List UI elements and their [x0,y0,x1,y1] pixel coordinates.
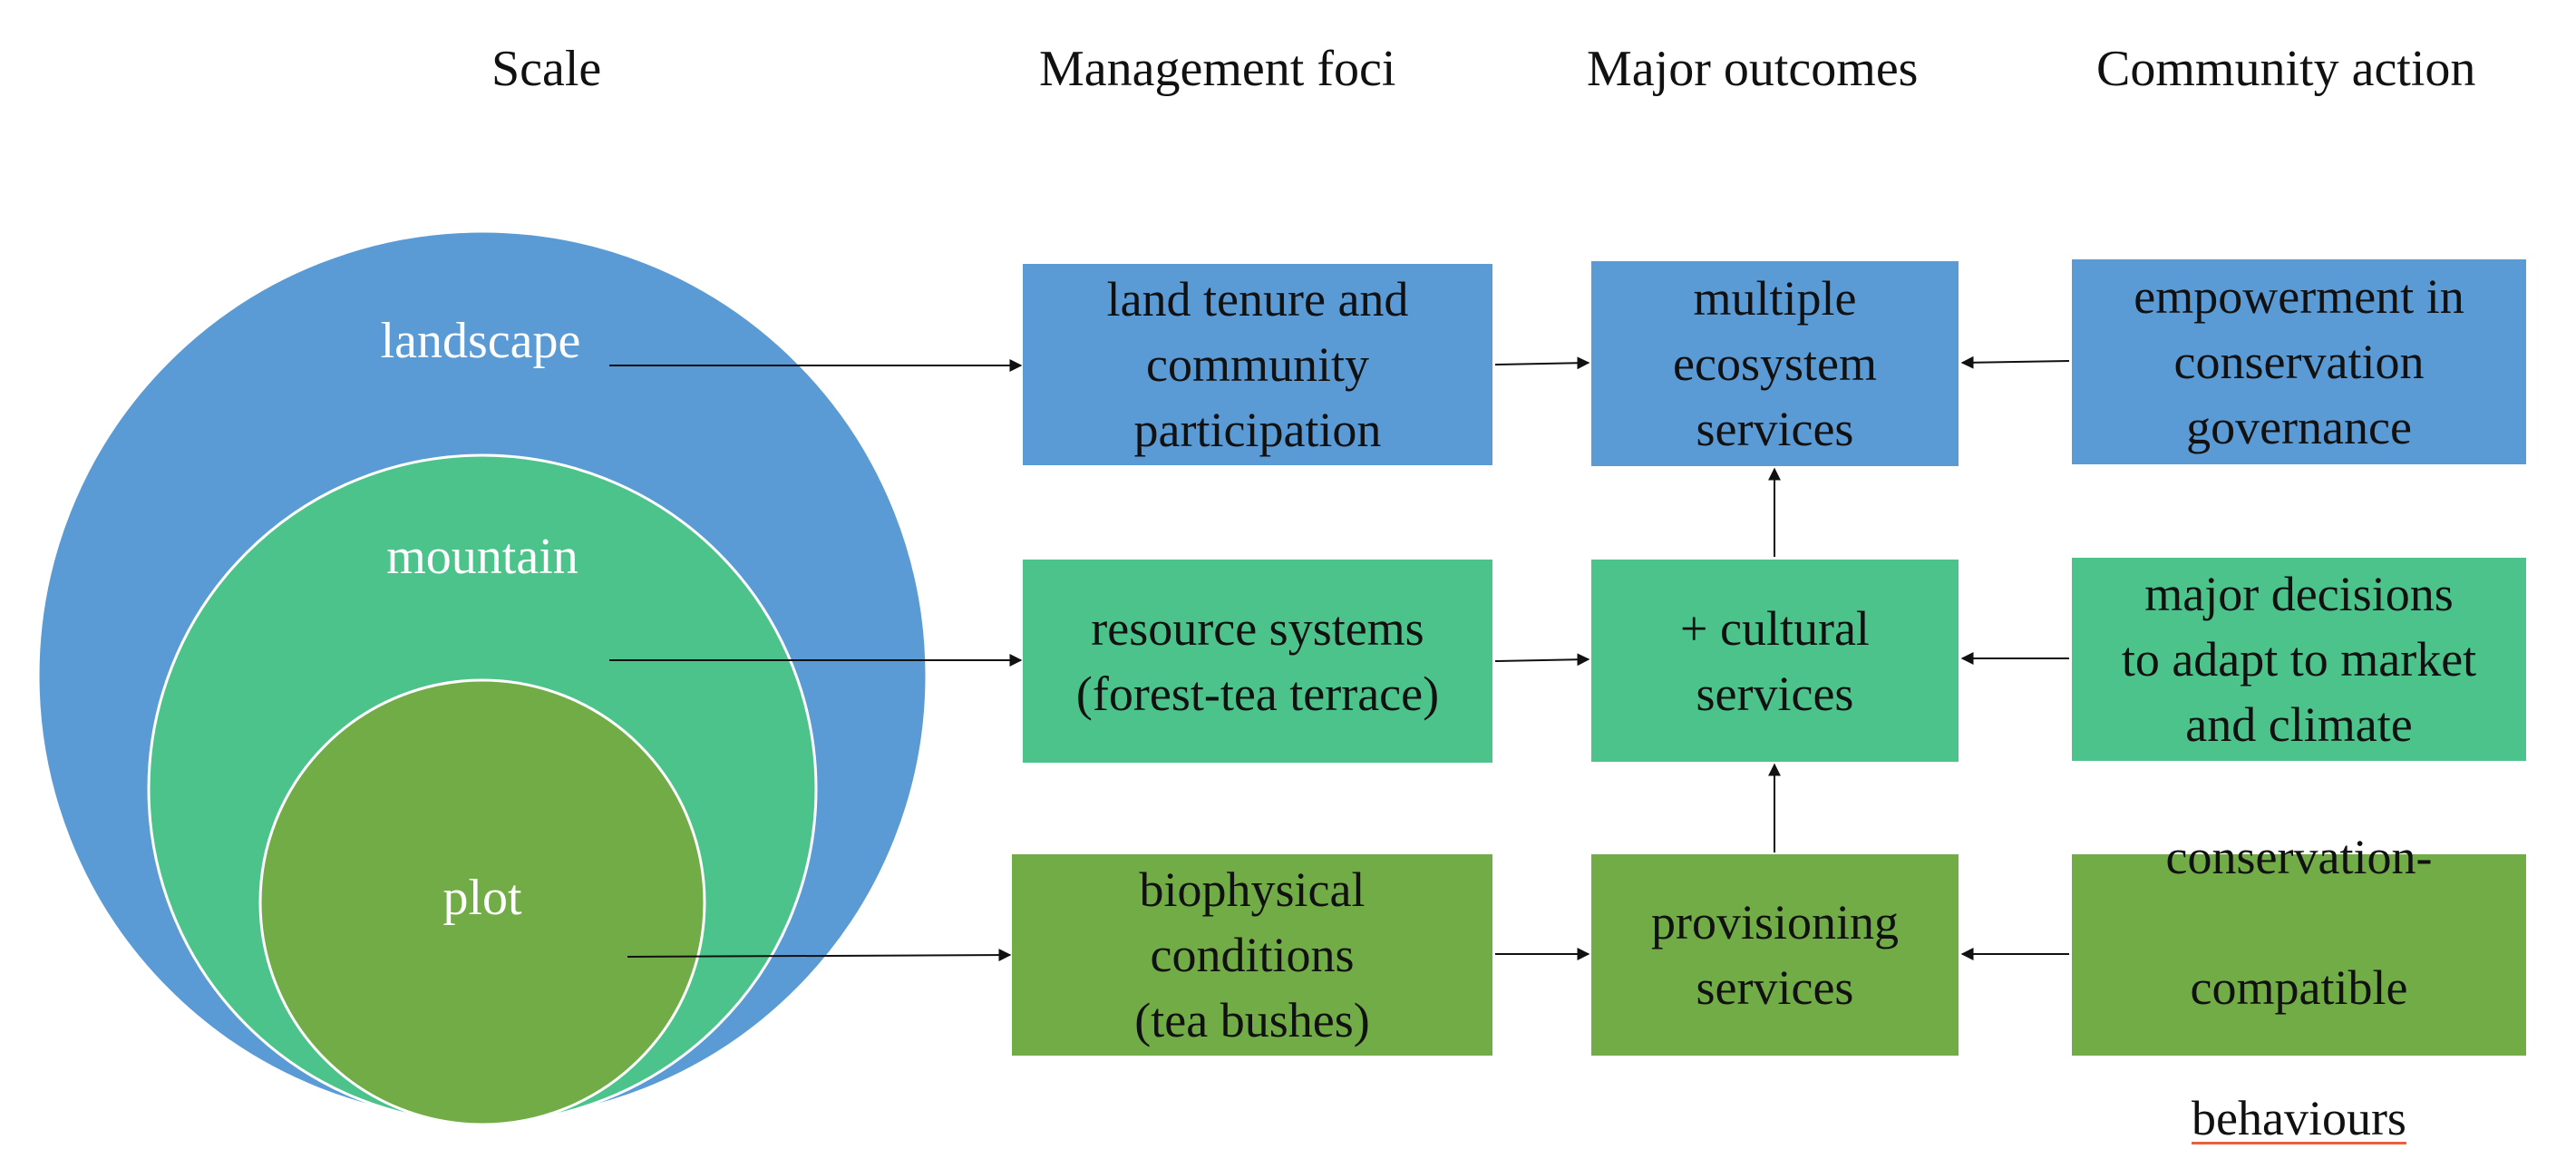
header-major-outcomes: Major outcomes [1587,41,1919,97]
management-resource-systems-text: resource systems (forest-tea terrace) [1075,601,1440,721]
community-box-conservation-behaviours: conservation- compatible behaviours [2072,830,2526,1145]
community-conservation-line2: compatible [2190,960,2408,1015]
community-box-empowerment: empowerment in conservation governance [2072,259,2526,464]
community-empowerment-text: empowerment in conservation governance [2134,269,2464,454]
plot-label: plot [442,870,522,926]
mountain-label: mountain [386,529,578,585]
header-scale: Scale [491,41,602,97]
outcome-box-provisioning-services: provisioning services [1591,854,1959,1056]
management-box-biophysical: biophysical conditions (tea bushes) [1012,854,1492,1056]
header-community-action: Community action [2096,41,2476,97]
outcome-ecosystem-services-text: multiple ecosystem services [1673,271,1877,456]
management-biophysical-text: biophysical conditions (tea bushes) [1134,862,1370,1047]
header-management-foci: Management foci [1039,41,1396,97]
landscape-label: landscape [380,313,581,369]
arrow-management-to-outcome-middle [1494,653,1590,667]
community-conservation-behaviours-text: conservation- compatible behaviours [2166,759,2433,1151]
outcome-box-cultural-services: + cultural services [1591,560,1959,762]
management-land-tenure-text: land tenure and community participation [1106,272,1409,457]
community-conservation-line3: behaviours [2192,1091,2406,1145]
arrow-plot-to-management [627,949,1012,962]
outcome-cultural-services-text: + cultural services [1680,600,1870,721]
arrow-management-to-outcome-top [1494,356,1590,370]
community-box-major-decisions: major decisions to adapt to market and c… [2072,558,2526,761]
outcome-provisioning-services-text: provisioning services [1650,895,1899,1015]
arrow-community-to-outcome-top [1960,355,2070,369]
community-conservation-line1: conservation- [2165,830,2433,884]
plot-circle [258,678,706,1126]
outcome-box-ecosystem-services: multiple ecosystem services [1591,261,1959,466]
management-box-resource-systems: resource systems (forest-tea terrace) [1023,560,1492,763]
community-major-decisions-text: major decisions to adapt to market and c… [2121,567,2477,752]
management-box-land-tenure: land tenure and community participation [1023,264,1492,465]
